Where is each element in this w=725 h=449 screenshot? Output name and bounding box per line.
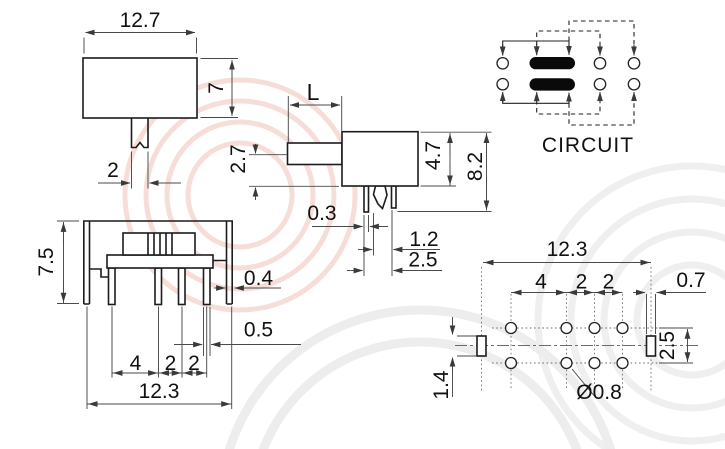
dim-label-pcb-pitch-c: 2 <box>603 271 615 294</box>
view-side: L 2.7 4.7 8.2 0.3 1.2 2.5 <box>227 79 492 276</box>
front-body-band <box>106 254 214 269</box>
circuit-position-2-dashed <box>536 30 601 115</box>
dim-label-top-width: 12.7 <box>120 9 161 32</box>
dim-label-front-height: 7.5 <box>35 247 58 276</box>
view-front: 7.5 0.4 0.5 4 2 2 12.3 <box>35 220 301 409</box>
dim-label-pcb-pitch-a: 4 <box>535 271 547 294</box>
circuit-position-1-solid <box>502 40 570 104</box>
dim-label-top-height: 7 <box>205 82 228 94</box>
contact-bar-top <box>529 57 575 70</box>
dim-label-hole-diameter: Ø0.8 <box>576 381 622 404</box>
dim-label-body-height: 4.7 <box>422 141 445 170</box>
dim-label-front-pitch-b: 2 <box>165 352 177 375</box>
dim-label-slot-height: 1.4 <box>430 370 453 400</box>
front-mounting-legs <box>83 221 233 305</box>
dim-label-actuator-length: L <box>307 79 320 105</box>
side-pin-right <box>390 185 397 209</box>
circuit-terminals <box>496 56 641 91</box>
pcb-slot-left <box>476 335 487 357</box>
dim-label-pin-width: 0.5 <box>244 319 273 342</box>
pcb-construction-lines <box>455 267 700 392</box>
dim-label-actuator-width: 2 <box>107 159 119 182</box>
contact-bar-bottom <box>529 78 575 91</box>
side-pin-left <box>363 185 370 213</box>
dim-label-slot-width: 0.7 <box>676 269 705 292</box>
front-frame-notches <box>89 259 227 278</box>
view-top: 12.7 7 2 <box>82 9 238 189</box>
switch-body-side-outline <box>341 130 419 187</box>
circuit-position-3-dashed <box>568 20 635 126</box>
view-pcb: 12.3 4 2 2 0.7 2.5 1.4 Ø0.8 <box>430 238 706 404</box>
dim-label-pin-pitch: 1.2 <box>409 228 438 251</box>
dim-arrows-front-view <box>60 222 248 407</box>
pcb-holes <box>504 321 629 370</box>
dim-label-front-pitch-c: 2 <box>188 352 200 375</box>
dim-label-row-pitch: 2.5 <box>656 331 679 360</box>
dim-label-pin-thickness: 0.3 <box>307 202 336 225</box>
view-circuit: CIRCUIT <box>496 20 641 157</box>
watermark-logo <box>122 77 725 449</box>
circuit-caption: CIRCUIT <box>542 134 634 157</box>
dim-label-overall-height: 8.2 <box>464 152 487 181</box>
dim-label-bracket-thickness: 0.4 <box>244 267 274 290</box>
dim-label-pcb-width: 12.3 <box>547 238 588 261</box>
dim-label-pin-span: 2.5 <box>408 249 437 272</box>
dim-arrows-pcb <box>449 259 691 372</box>
knob-serrations <box>147 233 173 255</box>
actuator-tab <box>130 118 149 149</box>
side-pin-middle <box>372 185 388 210</box>
front-frame-outline <box>83 220 233 304</box>
front-actuator-knob <box>122 232 196 256</box>
dim-arrows-top-view <box>85 29 235 186</box>
dim-label-front-pitch-a: 4 <box>130 352 142 375</box>
dim-label-actuator-center-height: 2.7 <box>227 144 250 173</box>
pcb-slot-right <box>645 335 657 357</box>
dim-label-pcb-pitch-b: 2 <box>576 271 588 294</box>
hole-diameter-leader <box>571 368 597 399</box>
circuit-arrows <box>499 44 637 102</box>
dim-label-front-width: 12.3 <box>139 380 180 403</box>
switch-body-top-outline <box>82 57 198 119</box>
dim-arrows-side-view <box>252 102 490 274</box>
side-actuator-knob <box>286 142 343 166</box>
